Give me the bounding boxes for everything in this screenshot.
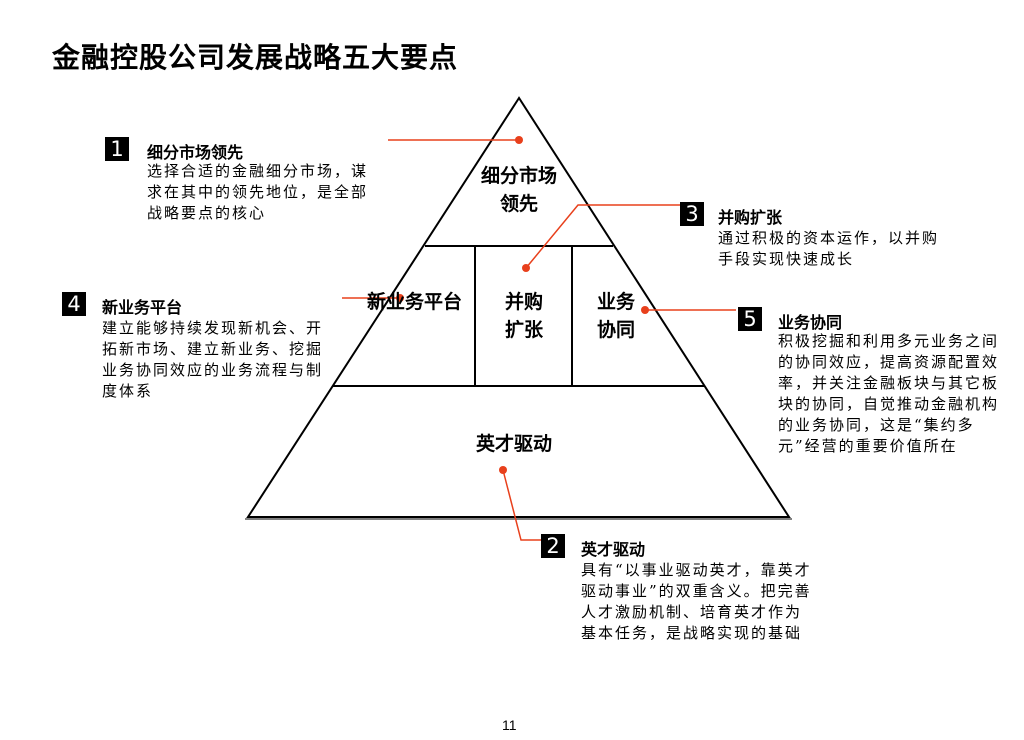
connector-dot-2 — [499, 466, 507, 474]
note-body: 通过积极的资本运作，以并购手段实现快速成长 — [718, 229, 940, 268]
page-number: 11 — [502, 717, 517, 733]
connector-dot-1 — [515, 136, 523, 144]
note-body: 积极挖掘和利用多元业务之间的协同效应，提高资源配置效率，并关注金融板块与其它板块… — [778, 332, 1000, 455]
note-body: 建立能够持续发现新机会、开拓新市场、建立新业务、挖掘业务协同效应的业务流程与制度… — [102, 319, 324, 400]
tier-label-new-business: 新业务平台 — [366, 291, 462, 313]
note-title: 并购扩张 — [718, 208, 783, 227]
note-title: 英才驱动 — [581, 540, 646, 559]
connector-3 — [525, 204, 680, 269]
note-number-badge: 1 — [105, 137, 129, 161]
connector-dot-4 — [396, 294, 404, 302]
note-title: 业务协同 — [778, 313, 843, 332]
connector-2 — [502, 469, 542, 541]
note-number-badge: 5 — [738, 307, 762, 331]
note-number-badge: 4 — [62, 292, 86, 316]
tier-label-talent: 英才驱动 — [475, 433, 552, 455]
connector-dot-3 — [522, 264, 530, 272]
note-body: 选择合适的金融细分市场，谋求在其中的领先地位，是全部战略要点的核心 — [147, 162, 369, 222]
note-title: 新业务平台 — [102, 298, 183, 317]
note-number-badge: 3 — [680, 202, 704, 226]
tier-label-merger: 并购扩张 — [504, 291, 543, 341]
note-5: 5 业务协同 积极挖掘和利用多元业务之间的协同效应，提高资源配置效率，并关注金融… — [738, 307, 1008, 527]
tier-label-top: 细分市场领先 — [480, 165, 557, 215]
note-number-badge: 2 — [541, 534, 565, 558]
note-title: 细分市场领先 — [147, 143, 244, 162]
tier-label-synergy: 业务协同 — [596, 291, 635, 341]
note-1: 1 细分市场领先 选择合适的金融细分市场，谋求在其中的领先地位，是全部战略要点的… — [105, 137, 366, 262]
note-4: 4 新业务平台 建立能够持续发现新机会、开拓新市场、建立新业务、挖掘业务协同效应… — [62, 292, 332, 442]
note-body: 具有“以事业驱动英才，靠英才驱动事业”的双重含义。把完善人才激励机制、培育英才作… — [581, 561, 812, 642]
page-title: 金融控股公司发展战略五大要点 — [52, 41, 459, 74]
pyramid-outline — [246, 96, 791, 518]
note-2: 2 英才驱动 具有“以事业驱动英才，靠英才驱动事业”的双重含义。把完善人才激励机… — [541, 534, 821, 704]
connector-dot-5 — [641, 306, 649, 314]
note-3: 3 并购扩张 通过积极的资本运作，以并购手段实现快速成长 — [680, 202, 950, 302]
